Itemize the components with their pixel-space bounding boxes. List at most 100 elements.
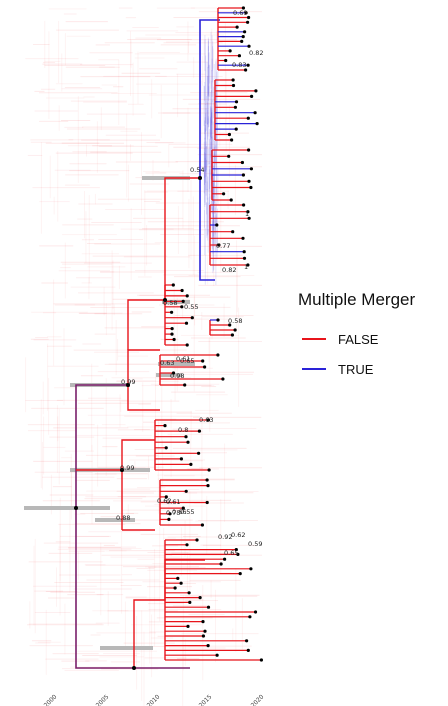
- tip-point: [244, 11, 248, 15]
- support-label: 0.69: [233, 9, 247, 17]
- tip-point: [206, 418, 210, 422]
- tip-point: [247, 148, 251, 152]
- tip-point: [241, 173, 245, 177]
- tip-point: [180, 305, 184, 309]
- node-point: [120, 468, 124, 472]
- tip-point: [241, 6, 245, 10]
- tip-point: [247, 179, 251, 183]
- support-label: 0.65: [180, 357, 194, 365]
- tip-point: [255, 122, 259, 126]
- tip-point: [216, 318, 220, 322]
- tip-point: [167, 517, 171, 522]
- tip-point: [228, 323, 232, 327]
- support-label: 0.63: [199, 416, 213, 424]
- tip-point: [206, 484, 210, 488]
- tip-point: [201, 359, 205, 363]
- support-label: 1: [244, 263, 248, 271]
- tip-point: [203, 629, 207, 633]
- tip-point: [244, 68, 248, 72]
- tip-point: [222, 192, 226, 196]
- tip-point: [203, 365, 207, 369]
- hpd-bar: [100, 646, 153, 650]
- tip-point: [206, 644, 210, 648]
- tip-point: [184, 435, 188, 439]
- support-label: 0.55: [184, 303, 198, 311]
- tip-point: [247, 216, 251, 220]
- tip-point: [173, 586, 177, 590]
- posterior-tree-cloud: [25, 7, 262, 706]
- legend-item-false: FALSE: [298, 324, 415, 354]
- tip-point: [229, 198, 233, 202]
- tip-points: [74, 6, 263, 670]
- tip-point: [189, 462, 193, 466]
- tip-point: [185, 294, 189, 298]
- tip-point: [223, 557, 227, 561]
- tip-point: [240, 160, 244, 165]
- tip-point: [171, 371, 176, 375]
- node-point: [74, 506, 78, 510]
- hpd-bar: [24, 506, 110, 510]
- tip-point: [164, 495, 168, 499]
- tip-point: [188, 600, 192, 605]
- tip-point: [190, 316, 194, 320]
- tip-point: [253, 111, 257, 115]
- tree-branch: [75, 384, 128, 508]
- tip-point: [230, 333, 234, 337]
- tip-point: [187, 591, 191, 595]
- tree-branch: [199, 178, 215, 281]
- tick-label-2020: 2020: [250, 693, 266, 706]
- tip-point: [219, 562, 223, 566]
- tip-point: [186, 440, 190, 444]
- support-label: 0.83: [232, 61, 246, 69]
- tip-point: [246, 263, 250, 267]
- tip-point: [221, 377, 225, 381]
- tip-point: [216, 353, 220, 357]
- tip-point: [240, 39, 244, 44]
- tip-point: [242, 256, 247, 260]
- legend-label-false: FALSE: [338, 331, 379, 347]
- tree-branch: [121, 439, 155, 470]
- tip-point: [249, 167, 253, 171]
- tip-point: [242, 203, 246, 207]
- support-label: 0.59: [248, 540, 262, 548]
- tip-point: [184, 489, 188, 493]
- node-point: [126, 383, 130, 387]
- tip-point: [207, 468, 211, 472]
- tip-point: [246, 210, 250, 214]
- support-label: 0.63: [160, 359, 174, 367]
- support-label: 0.54: [190, 166, 204, 174]
- tip-point: [201, 634, 205, 638]
- tip-point: [185, 343, 189, 347]
- tip-point: [200, 523, 204, 527]
- tip-point: [230, 138, 234, 142]
- legend: Multiple Merger FALSE TRUE: [298, 290, 415, 384]
- tip-point: [231, 83, 236, 88]
- tip-point: [234, 100, 239, 104]
- posterior-support-labels: 0.69 0.82 0.83 0.54 1 0.77 0.82 1 0.58 0…: [116, 9, 263, 557]
- tick-label-2005: 2005: [95, 693, 111, 706]
- tip-point: [195, 538, 199, 542]
- support-label: 1: [245, 210, 249, 218]
- time-axis: 2000 2005 2010 2015 2020: [43, 693, 266, 706]
- tip-point: [205, 478, 209, 482]
- tip-point: [198, 596, 202, 600]
- legend-item-true: TRUE: [298, 354, 415, 384]
- tip-point: [234, 548, 238, 552]
- tip-point: [197, 429, 201, 433]
- tip-point: [236, 552, 240, 557]
- tip-point: [249, 185, 253, 190]
- tip-point: [164, 446, 168, 450]
- tip-point: [253, 610, 258, 614]
- legend-title: Multiple Merger: [298, 290, 416, 309]
- tip-point: [233, 105, 237, 109]
- node-point: [163, 298, 167, 302]
- hpd-bar: [158, 362, 195, 366]
- tip-point: [186, 624, 190, 629]
- tip-point: [233, 328, 237, 332]
- tip-point: [250, 94, 254, 98]
- support-label: 0.99: [120, 464, 134, 472]
- tree-branch: [75, 508, 190, 669]
- tip-point: [215, 653, 219, 657]
- tip-point: [259, 658, 263, 662]
